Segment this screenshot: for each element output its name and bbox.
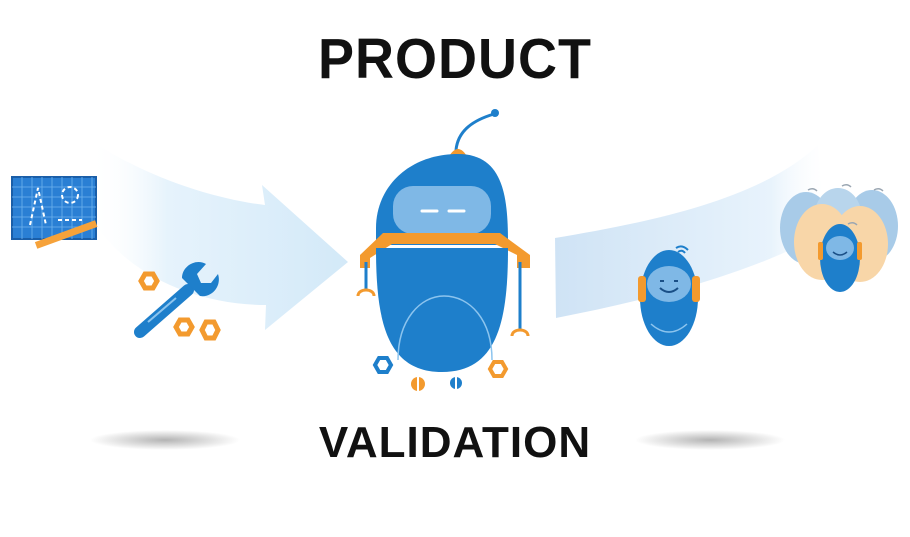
- hex-nut-icon: [487, 360, 509, 378]
- right-shadow: [635, 430, 785, 450]
- robot-icon: [356, 109, 530, 372]
- robot-crowd-icon: [780, 183, 898, 292]
- wifi-signal-icon: [675, 245, 689, 254]
- ruler-icon: [34, 220, 98, 249]
- hex-nut-icon: [372, 356, 394, 374]
- small-robot-icon: [638, 245, 700, 346]
- hex-nut-icon: [199, 319, 221, 341]
- heading-product: PRODUCT: [318, 27, 592, 91]
- left-shadow: [90, 430, 240, 450]
- hex-nut-icon: [173, 317, 195, 337]
- bolt-icon: [450, 377, 462, 389]
- right-flow-arrow: [555, 145, 825, 318]
- blueprint-icon: [11, 176, 98, 249]
- bolt-icon: [411, 377, 425, 391]
- left-flow-arrow: [90, 140, 348, 330]
- wrench-icon: [134, 261, 219, 338]
- hex-nut-icon: [138, 271, 160, 291]
- heading-validation: VALIDATION: [318, 418, 592, 467]
- wifi-signal-icon: [807, 183, 884, 226]
